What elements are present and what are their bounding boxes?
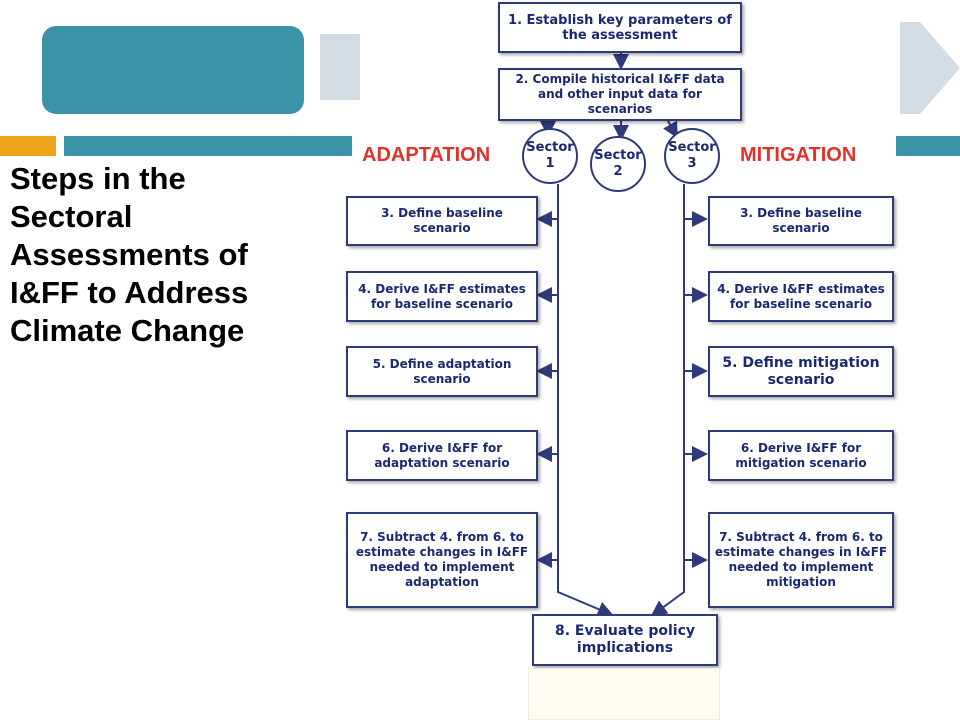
sector-1-node: Sector 1 — [522, 128, 578, 184]
adaptation-step-5-box: 5. Define adaptation scenario — [346, 346, 538, 397]
step-8-box: 8. Evaluate policy implications — [532, 614, 718, 666]
slide-title: Steps in the Sectoral Assessments of I&F… — [10, 161, 249, 348]
accent-bar-orange — [0, 136, 56, 156]
faint-background-mark — [528, 668, 720, 720]
adaptation-step-3-box: 3. Define baseline scenario — [346, 196, 538, 246]
mitigation-step-7-box: 7. Subtract 4. from 6. to estimate chang… — [708, 512, 894, 608]
chevron-right-icon — [900, 22, 960, 114]
step-1-box: 1. Establish key parameters of the asses… — [498, 2, 742, 53]
accent-bar-teal-left — [64, 136, 352, 156]
adaptation-step-6-box: 6. Derive I&FF for adaptation scenario — [346, 430, 538, 481]
accent-bar-teal-right — [896, 136, 960, 156]
mitigation-step-3-box: 3. Define baseline scenario — [708, 196, 894, 246]
adaptation-label: ADAPTATION — [362, 144, 491, 166]
adaptation-step-7-box: 7. Subtract 4. from 6. to estimate chang… — [346, 512, 538, 608]
header-grey-block — [320, 34, 360, 100]
sector-3-node: Sector 3 — [664, 128, 720, 184]
step-2-box: 2. Compile historical I&FF data and othe… — [498, 68, 742, 121]
mitigation-step-6-box: 6. Derive I&FF for mitigation scenario — [708, 430, 894, 481]
mitigation-step-5-box: 5. Define mitigation scenario — [708, 346, 894, 397]
header-teal-block — [42, 26, 304, 114]
diagram-connectors — [536, 53, 708, 617]
mitigation-label: MITIGATION — [740, 144, 857, 166]
mitigation-step-4-box: 4. Derive I&FF estimates for baseline sc… — [708, 271, 894, 322]
sector-2-node: Sector 2 — [590, 136, 646, 192]
adaptation-step-4-box: 4. Derive I&FF estimates for baseline sc… — [346, 271, 538, 322]
flow-diagram: 1. Establish key parameters of the asses… — [320, 0, 960, 720]
